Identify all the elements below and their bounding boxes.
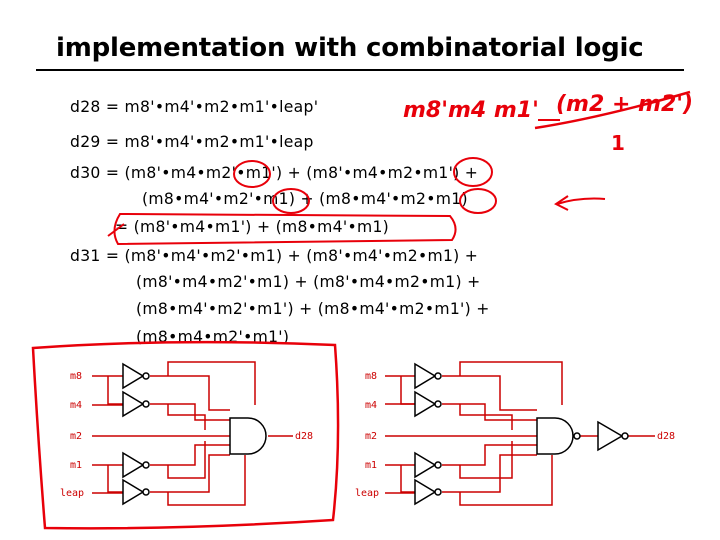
right-output-d28: d28 (657, 431, 675, 442)
left-output-d28: d28 (295, 431, 313, 442)
equation-d30-simplified: = (m8'•m4•m1') + (m8•m4'•m1) (115, 218, 390, 236)
left-input-m8: m8 (70, 371, 82, 382)
equation-d28: d28 = m8'•m4'•m2•m1'•leap' (70, 98, 319, 116)
right-input-m2: m2 (365, 431, 377, 442)
equation-d30-line2: (m8•m4'•m2'•m1) + (m8•m4'•m2•m1) (142, 190, 468, 208)
circle-m2-2 (459, 188, 497, 214)
slide-title: implementation with combinatorial logic (56, 33, 644, 63)
right-input-m8: m8 (365, 371, 377, 382)
box-simplified (113, 212, 457, 246)
circle-m2-prime-1 (233, 160, 271, 188)
equation-d31-line3: (m8•m4'•m2'•m1') + (m8•m4'•m2•m1') + (136, 300, 490, 318)
arrow-shaft (556, 197, 606, 205)
circle-m2-prime-2 (272, 188, 310, 214)
right-input-m1: m1 (365, 460, 377, 471)
circle-m2-1 (453, 157, 493, 187)
equation-d31-line2: (m8'•m4•m2'•m1) + (m8'•m4•m2•m1) + (136, 273, 481, 291)
left-input-m4: m4 (70, 400, 82, 411)
annotation-one: 1 (611, 131, 625, 155)
annotation-term: m8'm4 m1' (403, 98, 539, 123)
equation-d31-line1: d31 = (m8'•m4'•m2'•m1) + (m8'•m4'•m2•m1)… (70, 247, 479, 265)
equation-d29: d29 = m8'•m4'•m2•m1'•leap (70, 133, 314, 151)
arrow-head (554, 195, 569, 211)
title-underline (36, 69, 684, 71)
right-input-m4: m4 (365, 400, 377, 411)
left-input-m1: m1 (70, 460, 82, 471)
tick-mark (107, 223, 125, 237)
left-input-m2: m2 (70, 431, 82, 442)
left-input-leap: leap (60, 488, 84, 499)
box-left-circuit (31, 340, 340, 530)
right-input-leap: leap (355, 488, 379, 499)
equation-d30-line1: d30 = (m8'•m4•m2'•m1') + (m8'•m4•m2•m1')… (70, 164, 479, 182)
annotation-paren: (m2 + m2') (556, 92, 693, 117)
strike-line (534, 90, 691, 130)
